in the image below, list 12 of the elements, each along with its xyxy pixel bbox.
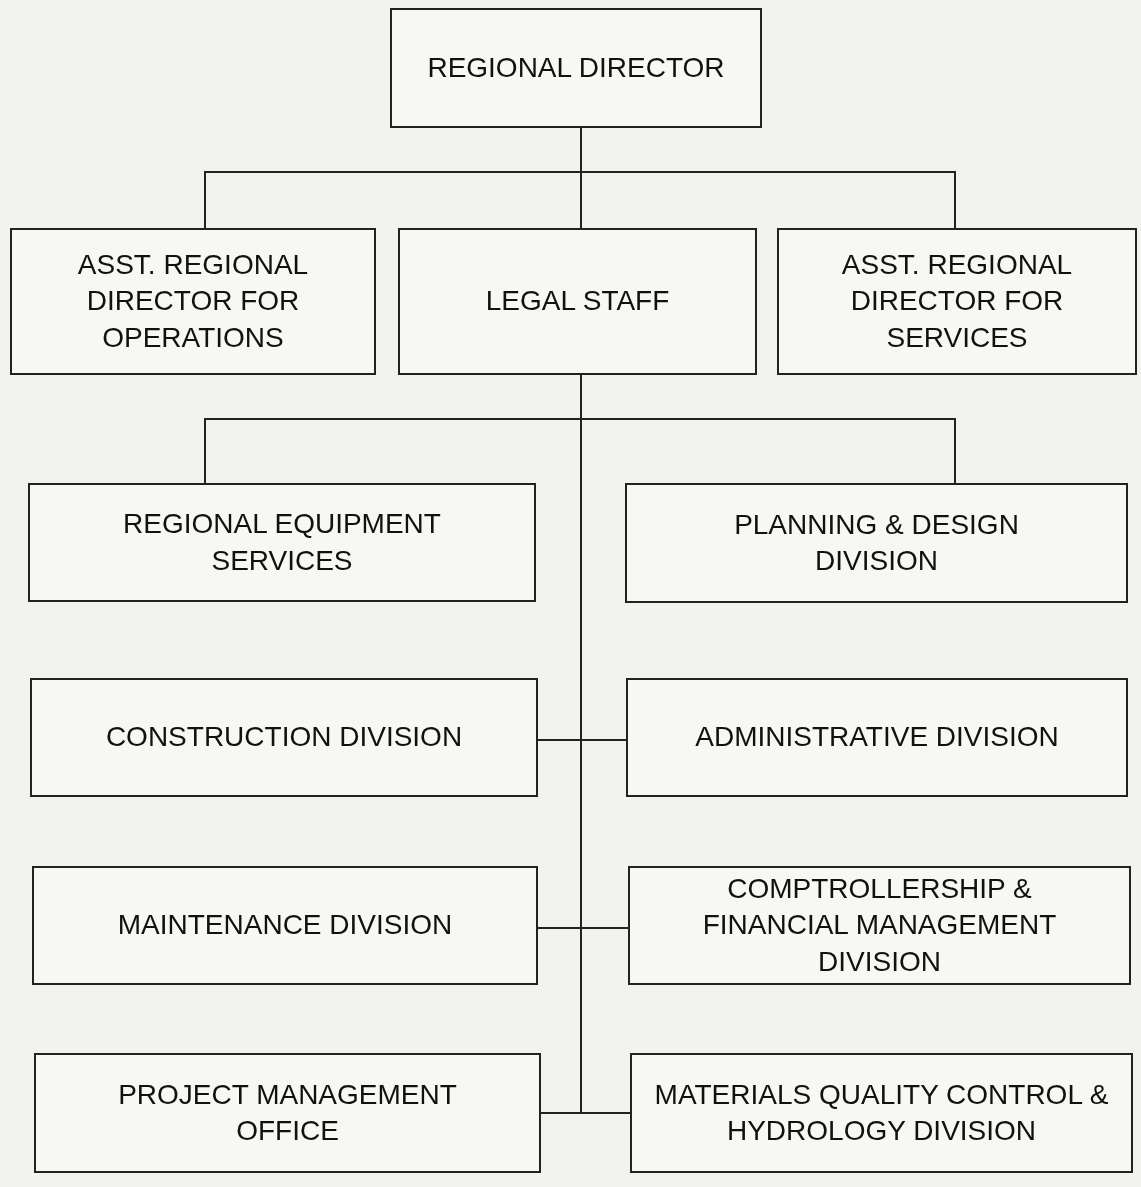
org-box: PLANNING & DESIGN DIVISION [625,483,1128,603]
org-box: REGIONAL EQUIPMENT SERVICES [28,483,536,602]
org-box: ADMINISTRATIVE DIVISION [626,678,1128,797]
org-box: ASST. REGIONAL DIRECTOR FOR OPERATIONS [10,228,376,375]
org-box: CONSTRUCTION DIVISION [30,678,538,797]
org-box: PROJECT MANAGEMENT OFFICE [34,1053,541,1173]
org-box: ASST. REGIONAL DIRECTOR FOR SERVICES [777,228,1137,375]
org-box: COMPTROLLERSHIP & FINANCIAL MANAGEMENT DIVISION [628,866,1131,985]
org-box: LEGAL STAFF [398,228,757,375]
org-box: MAINTENANCE DIVISION [32,866,538,985]
org-box: MATERIALS QUALITY CONTROL & HYDROLOGY DIVISION [630,1053,1133,1173]
org-box: REGIONAL DIRECTOR [390,8,762,128]
